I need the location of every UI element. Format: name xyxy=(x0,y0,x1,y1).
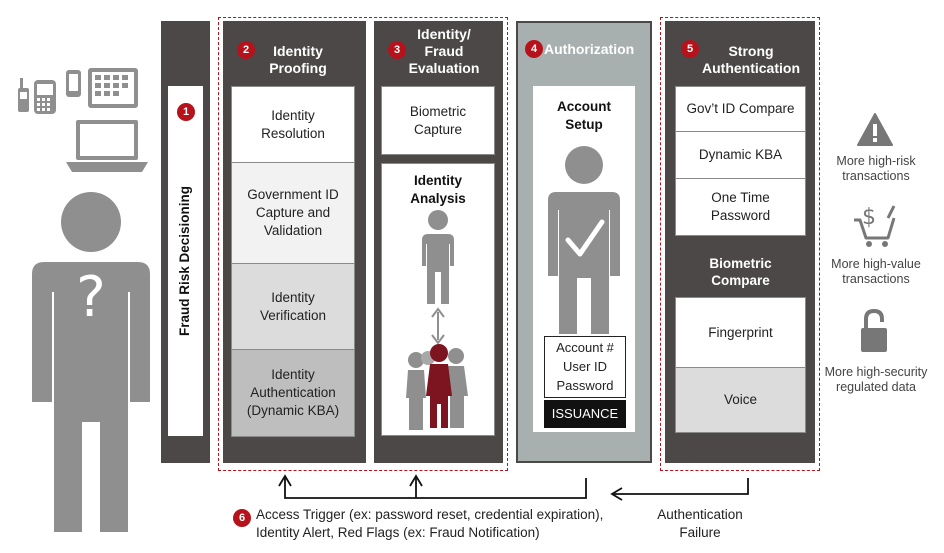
fingerprint-box: Fingerprint xyxy=(675,297,806,368)
svg-text:$: $ xyxy=(862,205,876,230)
verified-person-icon xyxy=(548,146,620,334)
voice-box: Voice xyxy=(675,367,806,433)
step-5-badge: 5 xyxy=(681,40,699,58)
authorization-title: Authorization xyxy=(544,41,635,57)
issuance-label: ISSUANCE xyxy=(544,400,626,428)
step-3-badge: 3 xyxy=(388,41,406,59)
person-question-mark: ? xyxy=(76,265,106,330)
proofing-evaluation-group xyxy=(218,17,508,471)
warning-icon xyxy=(857,113,893,146)
padlock-icon xyxy=(861,308,887,352)
dynamic-kba-box: Dynamic KBA xyxy=(675,131,806,179)
identity-analysis-icon xyxy=(406,210,468,430)
step-1-badge: 1 xyxy=(177,103,195,121)
step-6-badge: 6 xyxy=(233,509,251,527)
access-trigger-text: Access Trigger (ex: password reset, cred… xyxy=(256,507,604,540)
step-2-badge: 2 xyxy=(237,41,255,59)
step-4-badge: 4 xyxy=(525,40,543,58)
shopping-cart-dollar-icon: $ xyxy=(854,205,896,247)
govt-id-compare-box: Gov’t ID Compare xyxy=(675,86,806,132)
unknown-person-icon xyxy=(32,192,150,532)
strong-authentication-group xyxy=(660,17,820,471)
fraud-risk-panel xyxy=(168,86,203,436)
devices-icon xyxy=(18,68,148,172)
